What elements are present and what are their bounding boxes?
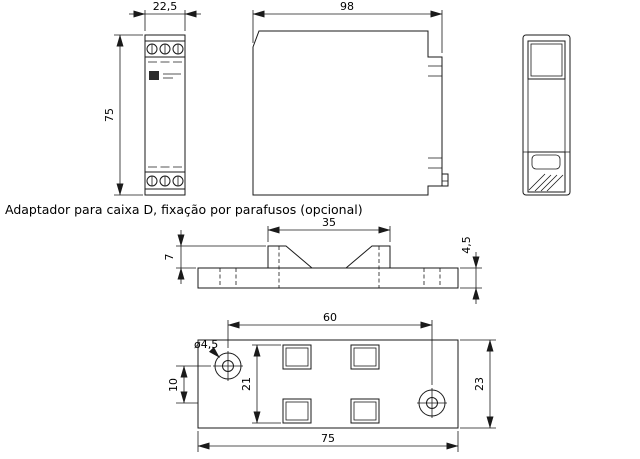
dim-rail-guide-width: 35 — [267, 216, 391, 242]
dim-rail-guide-width-label: 35 — [322, 216, 336, 229]
dim-hole-offset-label: 10 — [167, 378, 180, 392]
dim-adapter-length: 75 — [197, 431, 459, 452]
terminal-screw — [146, 175, 158, 187]
slot-cutout — [350, 344, 380, 370]
extension-lines — [114, 34, 143, 196]
dim-hole-diameter: ø4,5 — [194, 338, 220, 358]
adapter-base — [197, 267, 459, 289]
din-clip-hook — [442, 173, 449, 187]
dim-side-depth-label: 98 — [340, 0, 354, 13]
dim-adapter-depth-label: 23 — [473, 377, 486, 391]
dim-hole-offset: 10 — [167, 365, 211, 404]
dim-base-thickness-label: 4,5 — [460, 236, 473, 254]
extension-lines — [460, 267, 482, 289]
slot-cutout — [282, 398, 312, 424]
rail-slot-inner — [530, 43, 563, 77]
dim-adapter-length-label: 75 — [321, 432, 335, 445]
side-wall-lines — [523, 79, 570, 153]
front-terminal-strips — [145, 40, 185, 190]
brand-block — [149, 71, 159, 80]
dim-rail-guide-height-label: 7 — [163, 254, 176, 261]
dim-front-width: 22,5 — [129, 0, 201, 31]
end-view — [522, 34, 571, 196]
dim-adapter-depth: 23 — [460, 339, 496, 429]
terminal-screw — [172, 175, 184, 187]
end-outline — [522, 34, 571, 196]
hole-centerlines — [213, 351, 243, 381]
dim-front-height-label: 75 — [103, 108, 116, 122]
slot-cutout — [282, 344, 312, 370]
slot-cutout-inner — [285, 401, 309, 421]
extension-lines — [144, 10, 186, 31]
extension-lines — [176, 245, 266, 269]
screw-slots — [151, 44, 179, 186]
clip-hatching — [528, 173, 564, 192]
side-outline — [252, 30, 443, 196]
dim-front-height: 75 — [103, 34, 143, 196]
caption: Adaptador para caixa D, fixação por para… — [5, 202, 363, 217]
side-view: 98 — [252, 0, 449, 196]
extension-lines — [176, 365, 211, 404]
slot-cutout-inner — [353, 401, 377, 421]
hidden-lines — [219, 246, 441, 288]
dim-side-depth: 98 — [252, 0, 443, 53]
dim-front-width-label: 22,5 — [153, 0, 178, 13]
adapter-side-view: 35 7 4,5 — [163, 216, 482, 304]
dim-rail-guide-height: 7 — [163, 230, 266, 284]
slot-cutout — [350, 398, 380, 424]
terminal-screw — [146, 43, 158, 55]
dim-slot-span: 21 — [240, 344, 281, 424]
dim-base-thickness: 4,5 — [460, 236, 482, 304]
label-print-marks — [163, 73, 181, 79]
extension-lines — [252, 344, 281, 424]
terminal-print-marks — [148, 61, 182, 168]
dim-hole-diameter-label: ø4,5 — [194, 338, 218, 351]
rail-slot-outer — [527, 40, 566, 80]
front-outline — [144, 34, 186, 196]
terminal-screw — [159, 175, 171, 187]
clip-latch — [531, 154, 561, 170]
clip-housing — [527, 151, 566, 193]
dim-slot-span-label: 21 — [240, 377, 253, 391]
slot-cutout-inner — [353, 347, 377, 367]
adapter-top-view: ø4,5 60 10 21 23 75 — [167, 311, 496, 452]
extension-lines — [227, 320, 433, 385]
rail-strip-details — [428, 65, 448, 182]
terminal-screw — [172, 43, 184, 55]
adapter-plate-outline — [197, 339, 459, 429]
leader-line — [208, 346, 220, 358]
rail-guide-outline — [267, 245, 391, 269]
terminal-screw — [159, 43, 171, 55]
hole-centerlines — [417, 388, 447, 418]
dim-hole-spacing: 60 — [227, 311, 433, 385]
slot-cutout-inner — [285, 347, 309, 367]
dim-hole-spacing-label: 60 — [323, 311, 337, 324]
front-view: 22,5 75 — [103, 0, 201, 196]
